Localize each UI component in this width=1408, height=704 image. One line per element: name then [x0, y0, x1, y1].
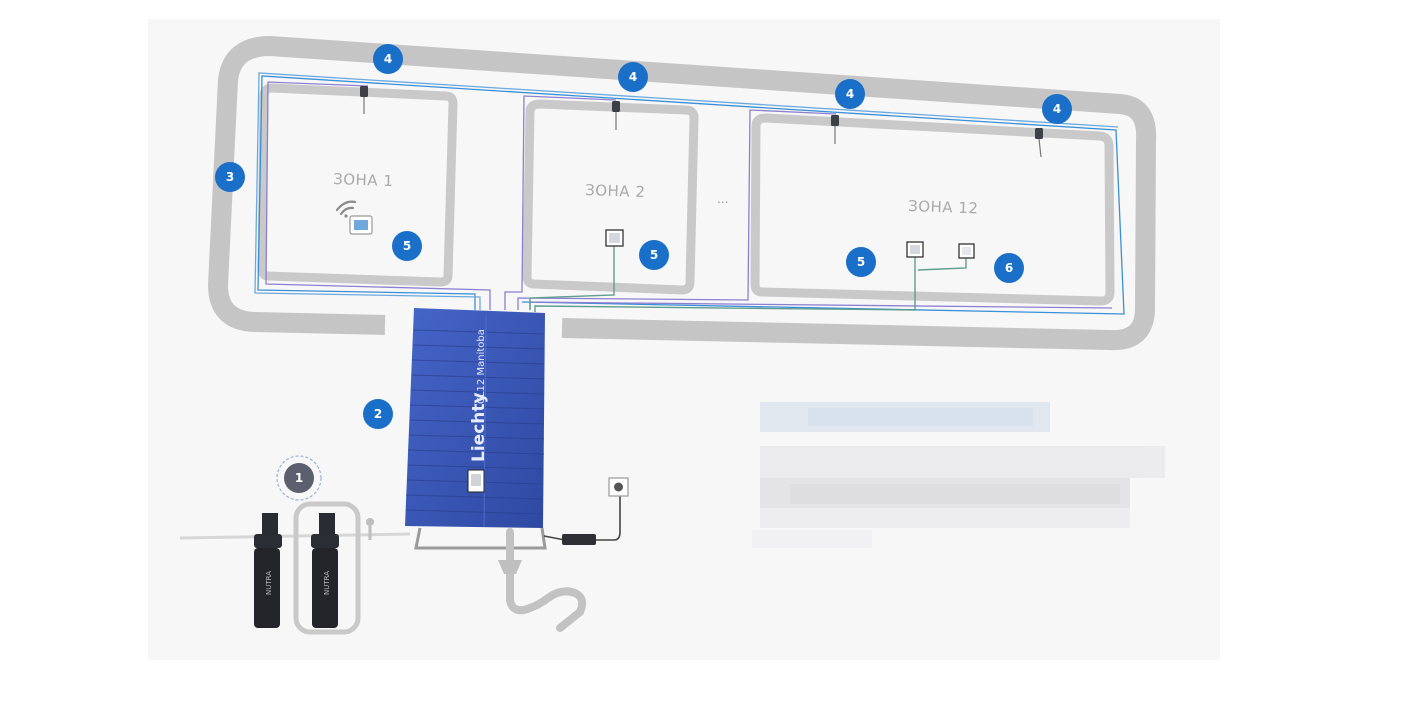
pipe-blue-inner: [254, 72, 1119, 310]
sensor-wires: [529, 246, 967, 312]
badge-actuator-4[interactable]: 4: [1042, 94, 1072, 124]
drain-siphon: [506, 528, 587, 632]
thermostat-zone-2: [605, 229, 624, 247]
badge-actuator-3-number: 4: [846, 87, 854, 101]
badge-actuator-2[interactable]: 4: [618, 62, 648, 92]
building-frame: [208, 36, 1157, 351]
badge-thermostat-3[interactable]: 5: [846, 247, 876, 277]
badge-pipes-number: 3: [226, 170, 234, 184]
badge-actuator-2-number: 4: [629, 70, 637, 84]
humidity-sensor-zone-12: [958, 243, 975, 259]
zone-2-room: [522, 99, 699, 295]
actuator-zone-1: [360, 86, 368, 114]
zones-ellipsis: ...: [717, 192, 728, 206]
actuator-zone-12a: [831, 115, 839, 144]
badge-thermostat-2[interactable]: 5: [639, 240, 669, 270]
drain-funnel: [498, 560, 522, 574]
badge-thermostat-2-number: 5: [650, 248, 658, 262]
badge-filter-number: 1: [295, 471, 303, 485]
unit-brand: Liechty: [469, 392, 489, 462]
badge-actuator-1-number: 4: [384, 52, 392, 66]
actuators: [360, 86, 1043, 158]
filter-1-label: NUTRA: [265, 571, 273, 595]
control-unit: Liechty CL12 Manitoba: [405, 308, 547, 550]
badge-thermostat-1-number: 5: [403, 239, 411, 253]
pipe-blue-outer: [257, 75, 1125, 315]
water-filter-2: NUTRA: [311, 513, 339, 628]
badge-filter[interactable]: 1: [276, 455, 322, 501]
filter-2-label: NUTRA: [323, 571, 331, 595]
zone-1-label: ЗОНА 1: [333, 170, 394, 190]
zone-2-label: ЗОНА 2: [585, 181, 646, 201]
pipe-purple-2: [504, 95, 617, 310]
unit-control-panel: [467, 469, 485, 493]
power-connection: [543, 477, 629, 545]
badge-actuator-1[interactable]: 4: [373, 44, 403, 74]
water-filter-1: NUTRA: [254, 513, 282, 628]
badge-humidity-sensor[interactable]: 6: [994, 253, 1024, 283]
unit-model: CL12 Manitoba: [476, 329, 487, 404]
wifi-icon: [335, 200, 357, 218]
badge-actuator-3[interactable]: 4: [835, 79, 865, 109]
badge-humidity-sensor-number: 6: [1005, 261, 1013, 275]
zone-12-room: [750, 113, 1115, 306]
filter-2-highlight-frame: [293, 501, 361, 635]
badge-pipes[interactable]: 3: [215, 162, 245, 192]
pipe-purple-1: [265, 81, 491, 310]
actuator-zone-2: [612, 101, 620, 130]
thermostat-zone-12: [906, 241, 924, 258]
pipe-purple-3: [517, 109, 837, 310]
wifi-thermostat: [335, 200, 373, 235]
badge-thermostat-3-number: 5: [857, 255, 865, 269]
badge-thermostat-1[interactable]: 5: [392, 231, 422, 261]
badge-control-unit[interactable]: 2: [363, 399, 393, 429]
power-adapter: [562, 534, 596, 545]
badge-control-unit-number: 2: [374, 407, 382, 421]
blurred-caption: [752, 402, 1165, 548]
zone-12-label: ЗОНА 12: [908, 197, 979, 217]
badge-actuator-4-number: 4: [1053, 102, 1061, 116]
unit-stand: [414, 527, 547, 550]
zone-1-room: [257, 83, 458, 287]
actuator-zone-12b: [1035, 128, 1043, 158]
